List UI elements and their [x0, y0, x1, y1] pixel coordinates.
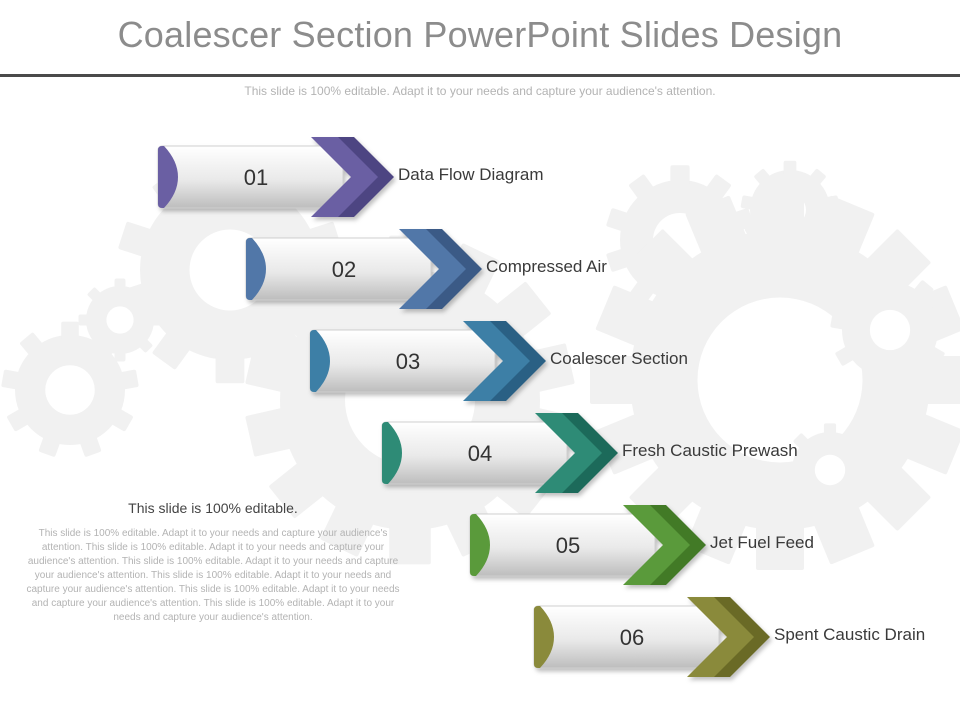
- step-number: 03: [395, 349, 421, 374]
- step-6: 06 Spent Caustic Drain: [533, 597, 925, 679]
- step-label: Compressed Air: [486, 257, 607, 276]
- step-number: 02: [331, 257, 357, 282]
- step-number: 01: [243, 165, 269, 190]
- step-arrow-shape: [309, 321, 546, 401]
- step-arrow-shape: [157, 137, 394, 217]
- step-3: 03 Coalescer Section: [309, 321, 688, 403]
- step-arrow-shape: [381, 413, 618, 493]
- step-5: 05 Jet Fuel Feed: [469, 505, 814, 587]
- step-label: Fresh Caustic Prewash: [622, 441, 798, 460]
- step-label: Data Flow Diagram: [398, 165, 544, 184]
- step-arrow-shape: [533, 597, 770, 677]
- step-arrow-shape: [245, 229, 482, 309]
- step-label: Spent Caustic Drain: [774, 625, 926, 644]
- step-4: 04 Fresh Caustic Prewash: [381, 413, 798, 495]
- slide-title: Coalescer Section PowerPoint Slides Desi…: [117, 14, 843, 55]
- step-label: Coalescer Section: [550, 349, 688, 368]
- step-number: 04: [467, 441, 493, 466]
- step-number: 06: [619, 625, 645, 650]
- step-2: 02 Compressed Air: [245, 229, 607, 311]
- slide-subtitle: This slide is 100% editable. Adapt it to…: [244, 84, 716, 98]
- step-label: Jet Fuel Feed: [710, 533, 814, 552]
- step-arrow-shape: [469, 505, 706, 585]
- step-1: 01 Data Flow Diagram: [157, 137, 544, 219]
- sidebar-heading: This slide is 100% editable.: [128, 500, 298, 516]
- title-divider: [0, 74, 960, 77]
- step-number: 05: [555, 533, 581, 558]
- sidebar-body: This slide is 100% editable. Adapt it to…: [26, 528, 400, 623]
